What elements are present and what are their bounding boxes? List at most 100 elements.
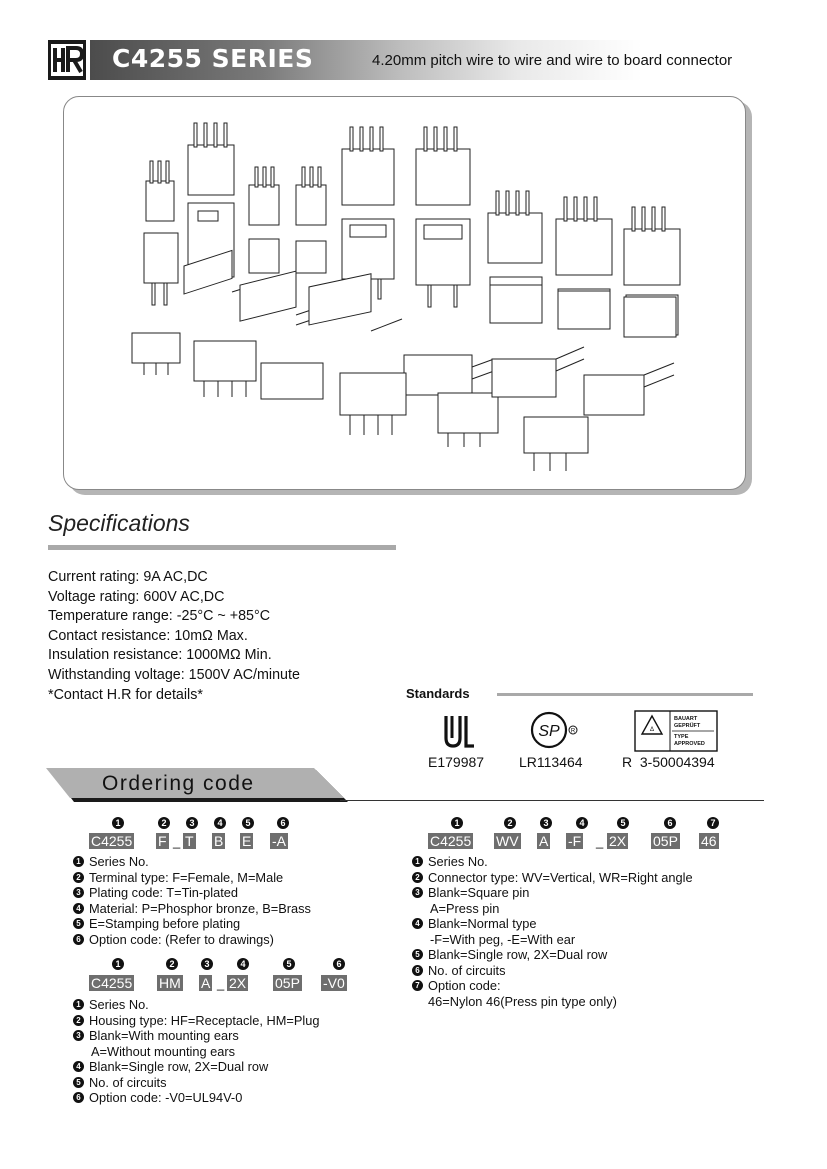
code-segment: C4255	[89, 975, 135, 991]
legend-item: 6 Option code: (Refer to drawings)	[73, 932, 311, 948]
svg-text:R: R	[571, 729, 576, 735]
legend-number: 5	[412, 949, 423, 960]
tuv-file-number: R 3-50004394	[622, 754, 715, 770]
code-segment: 46	[699, 833, 719, 849]
position-number: 5	[283, 958, 295, 970]
connector-drawing	[339, 372, 407, 435]
standards-divider	[497, 693, 753, 696]
legend-item: 4 Blank=Single row, 2X=Dual row	[73, 1059, 319, 1075]
legend-number: 2	[412, 871, 423, 883]
legend-text: Blank=With mounting ears	[89, 1028, 239, 1043]
code-segment: F	[156, 833, 169, 849]
spec-item: Contact resistance: 10mΩ Max.	[48, 627, 248, 644]
position-number: 2	[166, 958, 178, 970]
svg-text:Δ: Δ	[650, 727, 654, 733]
code-segment: B	[212, 833, 226, 849]
company-logo	[48, 40, 86, 80]
legend-text: Series No.	[89, 997, 149, 1012]
code-segment: -A	[270, 833, 288, 849]
legend-item: -F=With peg, -E=With ear	[412, 932, 693, 948]
legend-text: Option code: (Refer to drawings)	[89, 931, 274, 947]
connector-drawing	[308, 273, 403, 332]
legend-text: A=Without mounting ears	[91, 1043, 236, 1059]
connector-drawing	[295, 166, 327, 274]
legend-item: 2 Connector type: WV=Vertical, WR=Right a…	[412, 870, 693, 886]
position-number: 3	[540, 817, 552, 829]
tuv-badge-text: BAUART	[674, 716, 698, 722]
legend-text: Plating code: T=Tin-plated	[89, 885, 239, 900]
legend-number: 4	[73, 902, 84, 914]
position-number: 4	[214, 817, 226, 829]
code-separator: _	[173, 834, 181, 849]
legend-item: 46=Nylon 46(Press pin type only)	[412, 994, 693, 1010]
spec-item: Voltage rating: 600V AC,DC	[48, 588, 225, 605]
legend-number: 1	[73, 856, 84, 867]
connector-drawing	[248, 166, 280, 274]
connector-drawing	[437, 392, 499, 447]
specifications-list: Current rating: 9A AC,DC Voltage rating:…	[48, 568, 300, 705]
legend-number: 1	[73, 999, 84, 1010]
legend-text: Series No.	[428, 854, 488, 869]
product-illustration	[63, 96, 746, 490]
ul-recognized-icon	[440, 712, 478, 755]
position-number: 4	[237, 958, 249, 970]
code-segment: -V0	[321, 975, 347, 991]
tuv-badge-text: GEPRÜFT	[674, 722, 701, 729]
code-segment: A	[199, 975, 213, 991]
code-separator: _	[217, 976, 225, 991]
legend-number: 5	[73, 918, 84, 929]
header-band	[90, 40, 780, 80]
legend-number: 4	[73, 1061, 84, 1072]
ordering-code-heading: Ordering code	[102, 772, 255, 795]
connector-drawing	[491, 346, 585, 398]
legend-text: A=Press pin	[430, 900, 500, 916]
legend-text: Blank=Single row, 2X=Dual row	[89, 1059, 269, 1074]
position-number: 2	[158, 817, 170, 829]
connector-drawing	[341, 126, 395, 300]
csa-icon: SP R	[530, 710, 580, 755]
legend-text: Housing type: HF=Receptacle, HM=Plug	[89, 1012, 320, 1028]
code-segment: C4255	[89, 833, 135, 849]
position-number: 6	[333, 958, 345, 970]
tuv-icon: Δ BAUART GEPRÜFT TYPE APPROVED	[634, 710, 718, 757]
legend-number: 6	[412, 964, 423, 976]
ordering-code-tab	[46, 768, 352, 813]
connector-drawing	[193, 340, 257, 397]
series-subtitle: 4.20mm pitch wire to wire and wire to bo…	[372, 52, 733, 69]
legend-number: 3	[412, 887, 423, 898]
position-number: 1	[451, 817, 463, 829]
connector-drawing	[415, 126, 471, 308]
position-number: 5	[617, 817, 629, 829]
position-number: 4	[576, 817, 588, 829]
position-number: 6	[277, 817, 289, 829]
ordering-divider	[340, 800, 764, 801]
legend-number: 6	[73, 1092, 84, 1103]
position-number: 3	[186, 817, 198, 829]
legend-text: Connector type: WV=Vertical, WR=Right an…	[428, 869, 693, 885]
specifications-heading: Specifications	[48, 510, 190, 536]
code-segment: -F	[566, 833, 584, 849]
spec-item: *Contact H.R for details*	[48, 686, 203, 703]
legend-number: 4	[412, 918, 423, 929]
standards-heading: Standards	[406, 686, 470, 701]
code-segment: HM	[157, 975, 183, 991]
tuv-badge-text: TYPE	[674, 734, 689, 740]
legend-text: -F=With peg, -E=With ear	[430, 931, 576, 947]
code-segment: C4255	[428, 833, 474, 849]
code-segment: 2X	[607, 833, 629, 849]
code-segment: A	[537, 833, 551, 849]
legend-number: 6	[73, 933, 84, 945]
legend-number: 3	[73, 1030, 84, 1041]
spec-item: Withstanding voltage: 1500V AC/minute	[48, 666, 300, 683]
csa-file-number: LR113464	[519, 754, 583, 770]
